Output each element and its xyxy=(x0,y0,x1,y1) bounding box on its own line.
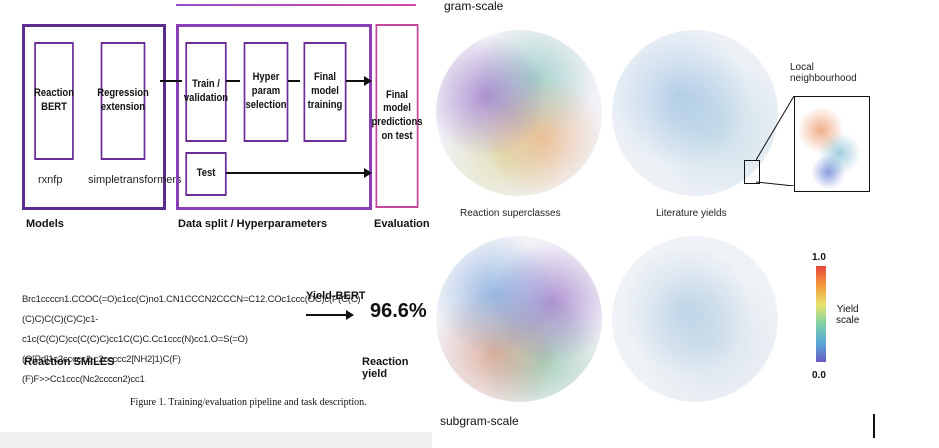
simpletransformers-label: simpletransformers xyxy=(88,174,182,186)
arrow-test-to-eval-head xyxy=(364,168,372,178)
final-predictions-box: Final model predictions on test xyxy=(372,24,423,208)
train-validation-box: Train / validation xyxy=(184,42,228,142)
subgram-scale-title: subgram-scale xyxy=(440,414,519,428)
yield-scale-label: Yield scale xyxy=(836,304,860,326)
inset-connector-lines xyxy=(756,96,795,186)
yield-arrow-head xyxy=(346,310,354,320)
rxnfp-label: rxnfp xyxy=(38,174,63,186)
arrow-test-to-eval-line xyxy=(226,172,364,174)
final-model-training-box: Final model training xyxy=(303,42,347,142)
figure-caption: Figure 1. Training/evaluation pipeline a… xyxy=(130,397,367,408)
inset-neighbourhood-box xyxy=(794,96,870,192)
local-neighbourhood-label: Local neighbourhood xyxy=(790,62,857,84)
inset-source-box xyxy=(744,160,760,184)
regression-extension-box: Regression extension xyxy=(97,42,149,160)
scale-min-label: 0.0 xyxy=(812,370,826,381)
yield-value: 96.6% xyxy=(370,300,427,322)
tmap-yields-subgram xyxy=(612,236,778,402)
reaction-smiles: Brc1ccccn1.CCOC(=O)c1cc(C)no1.CN1CCCN2CC… xyxy=(22,290,361,390)
tmap-superclasses-subgram xyxy=(436,236,602,402)
smiles-line: (C)C)C(C)(C)C)c1-c1c(C(C)C)cc(C(C)C)cc1C… xyxy=(22,314,248,345)
test-box: Test xyxy=(185,152,227,196)
smiles-line: Brc1ccccn1.CCOC(=O)c1cc(C)no1.CN1CCCN2CC… xyxy=(22,294,361,305)
data-split-frame xyxy=(176,24,372,210)
arrow-train-to-hyper xyxy=(226,80,240,82)
literature-yields-label: Literature yields xyxy=(656,208,727,219)
yield-bert-label: Yield-BERT xyxy=(306,290,366,302)
arrow-models-to-split xyxy=(160,80,182,82)
gram-scale-title: gram-scale xyxy=(444,0,504,13)
split-section-label: Data split / Hyperparameters xyxy=(178,218,328,230)
yield-color-scale xyxy=(816,266,826,362)
arrow-final-to-eval-line xyxy=(346,80,364,82)
yield-arrow-line xyxy=(306,314,348,316)
pipeline-panel: Reaction BERT Regression extension rxnfp… xyxy=(0,0,432,432)
reaction-yield-label: Reaction yield xyxy=(362,356,409,380)
arrow-hyper-to-final xyxy=(288,80,300,82)
arrow-final-to-eval-head xyxy=(364,76,372,86)
reaction-smiles-label: Reaction SMILES xyxy=(24,356,115,368)
text-cursor xyxy=(873,414,875,438)
scale-max-label: 1.0 xyxy=(812,252,826,263)
bottom-strip xyxy=(0,432,432,448)
header-accent-line xyxy=(176,4,416,6)
tmap-superclasses-gram xyxy=(436,30,602,196)
models-section-label: Models xyxy=(26,218,64,230)
models-frame xyxy=(22,24,166,210)
evaluation-section-label: Evaluation xyxy=(374,218,430,230)
reaction-bert-box: Reaction BERT xyxy=(34,42,74,160)
tmap-yields-gram xyxy=(612,30,778,196)
reaction-superclasses-label: Reaction superclasses xyxy=(460,208,561,219)
hyper-param-selection-box: Hyper param selection xyxy=(243,42,289,142)
smiles-line: (O[Pd]1c2ccccc2-c2ccccc2[NH2]1)C(F)(F)F>… xyxy=(22,354,181,385)
